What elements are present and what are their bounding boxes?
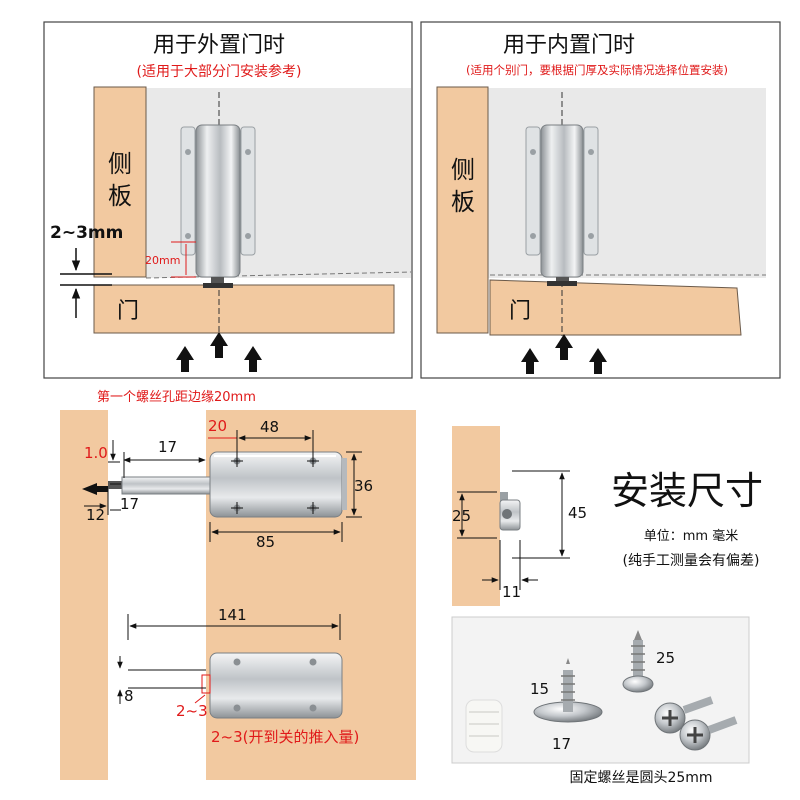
screw-caption: 固定螺丝是圆头25mm bbox=[569, 770, 712, 786]
dim-141: 141 bbox=[218, 606, 247, 624]
dim-1-0: 1.0 bbox=[84, 444, 108, 462]
inner-side-board-label-1: 侧 bbox=[451, 156, 475, 184]
screw-d-15: 15 bbox=[530, 680, 549, 698]
dim-17-top: 17 bbox=[158, 438, 177, 456]
gap-label: 2~3mm bbox=[50, 223, 123, 243]
panel-inner-title: 用于内置门时 bbox=[503, 33, 635, 58]
inner-side-board-label-2: 板 bbox=[451, 188, 475, 216]
door-board bbox=[93, 284, 395, 334]
dimension-drawing: 第一个螺丝孔距边缘20mm 1.0 20 17 48 36 bbox=[60, 390, 416, 780]
inner-door-board bbox=[489, 279, 742, 336]
measure-note: (纯手工测量会有偏差) bbox=[623, 553, 760, 569]
dim-85: 85 bbox=[256, 533, 275, 551]
push-arrows bbox=[176, 332, 262, 372]
inner-side-board bbox=[436, 86, 489, 334]
dim-2-3: 2~3 bbox=[176, 702, 208, 720]
screw-d-17: 17 bbox=[552, 735, 571, 753]
panel-outer-subtitle: (适用于大部分门安装参考) bbox=[137, 63, 302, 80]
panel-outer-title: 用于外置门时 bbox=[153, 33, 285, 58]
dim-17-side: 17 bbox=[120, 495, 139, 513]
screw-25 bbox=[622, 630, 654, 693]
inner-push-arrows bbox=[521, 334, 607, 374]
install-d-45: 45 bbox=[568, 504, 587, 522]
panhead-screw-2 bbox=[679, 716, 738, 751]
dim-8: 8 bbox=[124, 687, 134, 705]
panhead-screw-1 bbox=[654, 696, 714, 734]
screws-photo: 15 17 25 固定螺丝是圆头25mm bbox=[451, 616, 750, 786]
screw-15 bbox=[533, 658, 603, 723]
install-d-25: 25 bbox=[452, 507, 471, 525]
dim-36: 36 bbox=[354, 477, 373, 495]
side-board bbox=[93, 86, 147, 278]
side-board-label-2: 板 bbox=[108, 182, 132, 210]
screw-d-25: 25 bbox=[656, 649, 675, 667]
install-title: 安装尺寸 bbox=[611, 469, 763, 513]
panel-outer-door: 用于外置门时 (适用于大部分门安装参考) 侧 板 门 20mm 2~3mm bbox=[43, 21, 413, 379]
install-size: 45 25 11 安装尺寸 单位：mm 毫米 (纯手工测量会有偏差) bbox=[452, 426, 763, 606]
inner-latch-device bbox=[525, 124, 599, 286]
dim-20: 20 bbox=[208, 417, 227, 435]
panel-inner-door: 用于内置门时 (适用个别门，要根据门厚及实际情况选择位置安装) 侧 板 门 bbox=[420, 21, 781, 379]
side-board-label-1: 侧 bbox=[108, 150, 132, 178]
dim-12: 12 bbox=[86, 506, 105, 524]
left-board bbox=[60, 410, 108, 780]
push-note: 2~3(开到关的推入量) bbox=[211, 728, 359, 746]
install-d-11: 11 bbox=[502, 583, 521, 601]
first-hole-note: 第一个螺丝孔距边缘20mm bbox=[97, 390, 256, 405]
latch-device bbox=[180, 124, 256, 288]
dim-48: 48 bbox=[260, 418, 279, 436]
anchor-plug bbox=[465, 699, 503, 753]
panel-inner-subtitle: (适用个别门，要根据门厚及实际情况选择位置安装) bbox=[466, 63, 728, 77]
unit-label: 单位：mm 毫米 bbox=[644, 528, 738, 544]
door-label: 门 bbox=[117, 299, 139, 324]
depth-label: 20mm bbox=[145, 254, 180, 267]
inner-door-label: 门 bbox=[509, 299, 531, 324]
